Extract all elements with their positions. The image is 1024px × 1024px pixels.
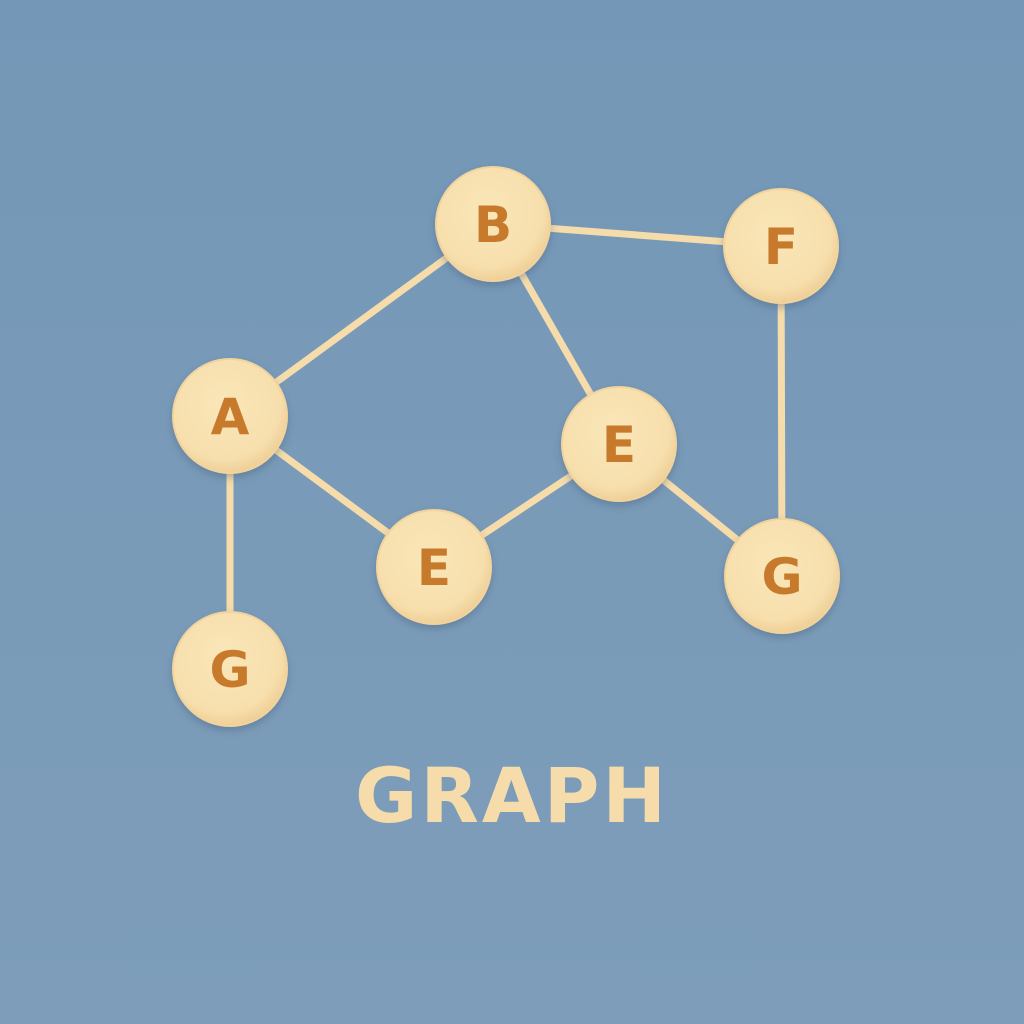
node-label: E	[602, 416, 636, 474]
node-g2[interactable]: G	[724, 518, 840, 634]
node-label: G	[761, 548, 802, 606]
node-circle	[172, 358, 288, 474]
node-label: B	[474, 196, 512, 254]
node-label: G	[209, 641, 250, 699]
node-label: E	[417, 539, 451, 597]
edges-layer	[226, 220, 786, 673]
node-e2[interactable]: E	[376, 509, 492, 625]
node-circle	[724, 518, 840, 634]
node-g1[interactable]: G	[172, 611, 288, 727]
node-label: A	[211, 388, 250, 446]
node-b[interactable]: B	[435, 166, 551, 282]
node-f[interactable]: F	[723, 188, 839, 304]
node-circle	[723, 188, 839, 304]
node-circle	[435, 166, 551, 282]
node-a[interactable]: A	[172, 358, 288, 474]
node-label: F	[764, 218, 798, 276]
nodes-layer: B F A E E G G	[172, 166, 840, 727]
diagram-title: GRAPH	[354, 751, 670, 840]
node-e1[interactable]: E	[561, 386, 677, 502]
node-circle	[376, 509, 492, 625]
node-circle	[172, 611, 288, 727]
node-circle	[561, 386, 677, 502]
